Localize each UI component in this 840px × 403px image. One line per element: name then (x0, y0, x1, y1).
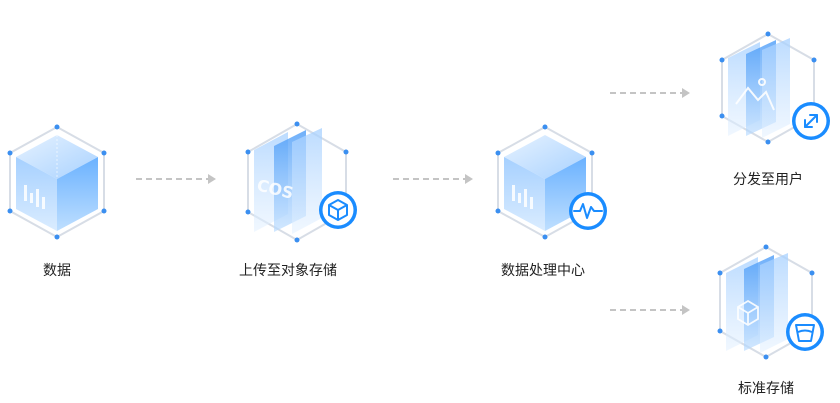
process-node-label: 数据处理中心 (501, 263, 585, 279)
upload-node-label: 上传至对象存储 (239, 263, 337, 279)
distribute-panels-icon (719, 31, 830, 145)
arrow-process-to-storage (610, 305, 690, 315)
data-cube-icon (7, 124, 107, 240)
cube-icon (319, 191, 357, 229)
image-icon (735, 78, 775, 111)
distribute-node-label: 分发至用户 (733, 172, 803, 188)
panel-cube-icon (737, 299, 759, 327)
distribute-node (714, 30, 832, 146)
data-node (6, 123, 108, 243)
arrow-upload-to-process (393, 174, 473, 184)
external-link-icon (792, 102, 830, 140)
upload-panels-icon: COS (245, 121, 357, 243)
storage-node-label: 标准存储 (738, 381, 794, 397)
process-cube-icon (495, 124, 607, 240)
pulse-icon (569, 192, 607, 230)
storage-panels-icon (717, 244, 824, 360)
upload-node: COS (242, 120, 360, 244)
arrow-data-to-upload (136, 174, 216, 184)
arrow-process-to-distribute (610, 88, 690, 98)
bucket-icon (786, 313, 824, 351)
storage-node (710, 243, 832, 361)
process-node (494, 123, 618, 243)
data-node-label: 数据 (43, 263, 71, 279)
